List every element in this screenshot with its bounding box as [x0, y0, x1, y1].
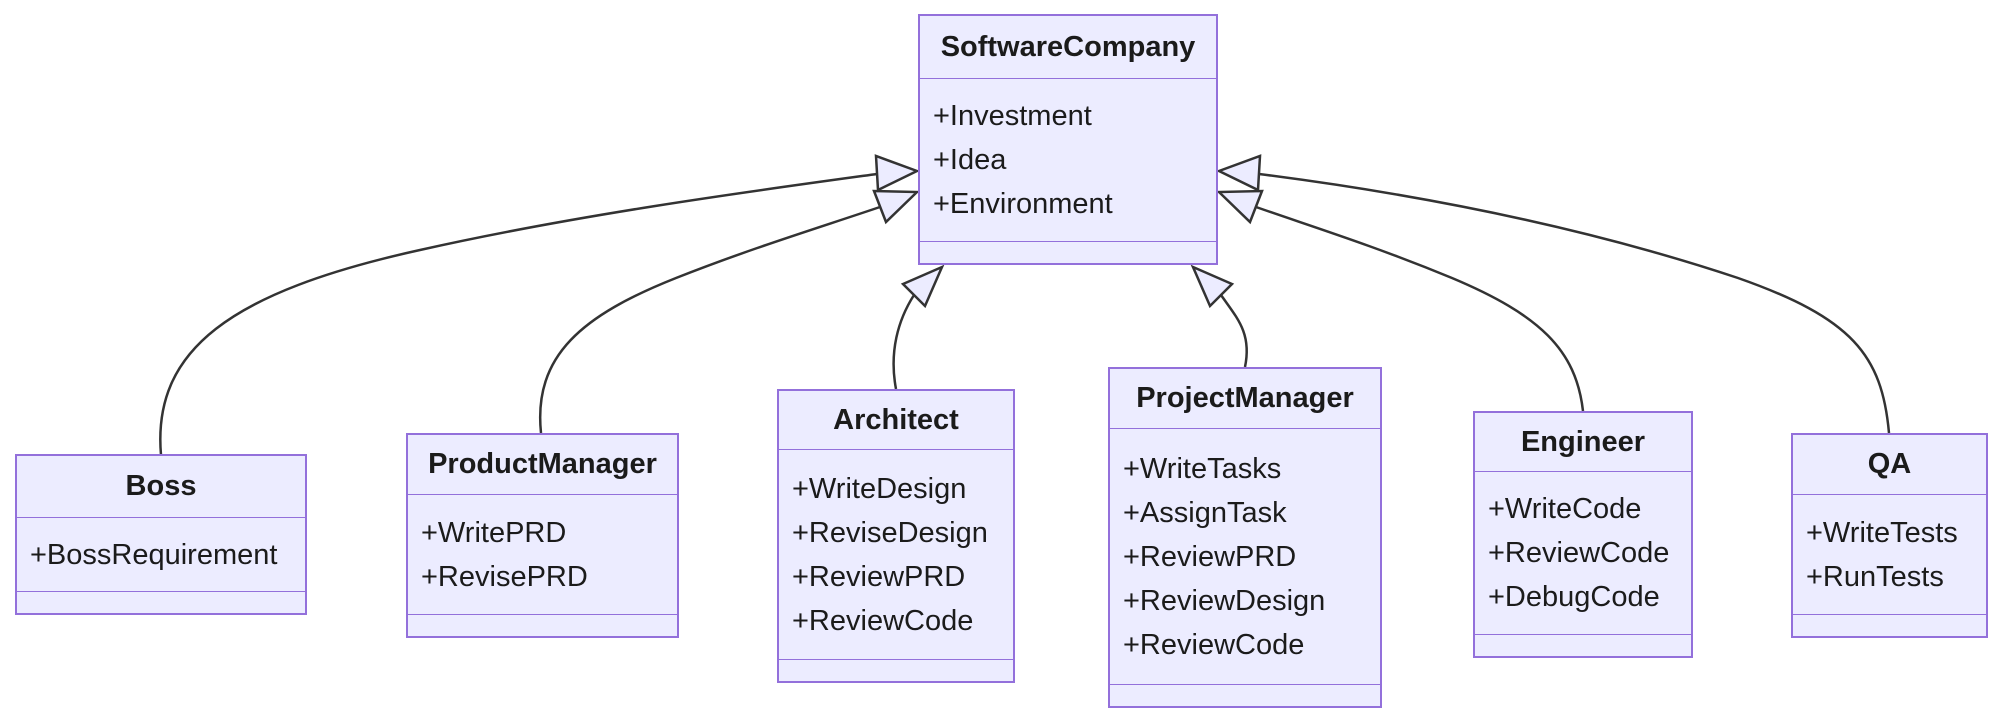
class-title-productmanager: ProductManager — [408, 435, 677, 495]
class-title-architect: Architect — [779, 391, 1013, 450]
class-attributes-engineer: +WriteCode +ReviewCode +DebugCode — [1475, 472, 1691, 634]
class-projectmanager: ProjectManager +WriteTasks +AssignTask +… — [1108, 367, 1382, 708]
inheritance-arrowhead-projectmanager — [1190, 264, 1235, 309]
class-attribute: +ReviseDesign — [792, 516, 988, 549]
inheritance-arrowhead-engineer — [1215, 189, 1264, 225]
class-title-boss: Boss — [17, 456, 305, 518]
class-attributes-architect: +WriteDesign +ReviseDesign +ReviewPRD +R… — [779, 450, 1013, 659]
class-attribute: +WriteCode — [1488, 493, 1642, 525]
class-methods-empty — [408, 614, 677, 636]
class-attribute: +ReviewDesign — [1123, 584, 1326, 617]
class-attributes-productmanager: +WritePRD +RevisePRD — [408, 495, 677, 614]
class-methods-empty — [920, 241, 1216, 263]
class-attributes-projectmanager: +WriteTasks +AssignTask +ReviewPRD +Revi… — [1110, 429, 1380, 684]
class-productmanager: ProductManager +WritePRD +RevisePRD — [406, 433, 679, 638]
class-attribute: +ReviewCode — [792, 604, 974, 637]
class-attributes-boss: +BossRequirement — [17, 518, 305, 591]
class-attribute: +AssignTask — [1123, 496, 1287, 529]
class-attribute: +ReviewCode — [1488, 537, 1670, 569]
class-methods-empty — [1475, 634, 1691, 656]
class-boss: Boss +BossRequirement — [15, 454, 307, 615]
class-title-softwarecompany: SoftwareCompany — [920, 16, 1216, 79]
class-attributes-softwarecompany: +Investment +Idea +Environment — [920, 79, 1216, 241]
class-methods-empty — [1793, 614, 1986, 636]
class-engineer: Engineer +WriteCode +ReviewCode +DebugCo… — [1473, 411, 1693, 658]
class-attribute: +RunTests — [1806, 560, 1944, 593]
class-attributes-qa: +WriteTests +RunTests — [1793, 495, 1986, 614]
class-title-qa: QA — [1793, 435, 1986, 495]
class-title-projectmanager: ProjectManager — [1110, 369, 1380, 429]
class-methods-empty — [779, 659, 1013, 681]
edge-architect-to-softwarecompany — [892, 294, 916, 390]
class-attribute: +BossRequirement — [30, 538, 278, 571]
class-methods-empty — [17, 591, 305, 613]
class-attribute: +RevisePRD — [421, 560, 588, 593]
class-attribute: +ReviewPRD — [792, 560, 966, 593]
edge-boss-to-softwarecompany — [159, 172, 878, 456]
class-attribute: +WriteTests — [1806, 516, 1958, 549]
class-title-engineer: Engineer — [1475, 413, 1691, 472]
class-qa: QA +WriteTests +RunTests — [1791, 433, 1988, 638]
class-attribute: +WriteDesign — [792, 472, 967, 505]
class-attribute: +ReviewCode — [1123, 628, 1305, 661]
class-softwarecompany: SoftwareCompany +Investment +Idea +Envir… — [918, 14, 1218, 265]
edge-projectmanager-to-softwarecompany — [1219, 294, 1248, 368]
class-architect: Architect +WriteDesign +ReviseDesign +Re… — [777, 389, 1015, 683]
inheritance-arrowhead-productmanager — [872, 189, 921, 225]
class-methods-empty — [1110, 684, 1380, 706]
class-attribute: +DebugCode — [1488, 581, 1660, 613]
class-attribute: +WritePRD — [421, 516, 567, 549]
class-attribute: +Investment — [933, 100, 1092, 132]
inheritance-arrowhead-qa — [1215, 154, 1262, 192]
inheritance-arrowhead-boss — [874, 154, 921, 192]
class-attribute: +WriteTasks — [1123, 452, 1282, 485]
inheritance-arrowhead-architect — [900, 264, 945, 309]
class-attribute: +Environment — [933, 188, 1113, 220]
class-attribute: +ReviewPRD — [1123, 540, 1297, 573]
class-attribute: +Idea — [933, 144, 1007, 176]
